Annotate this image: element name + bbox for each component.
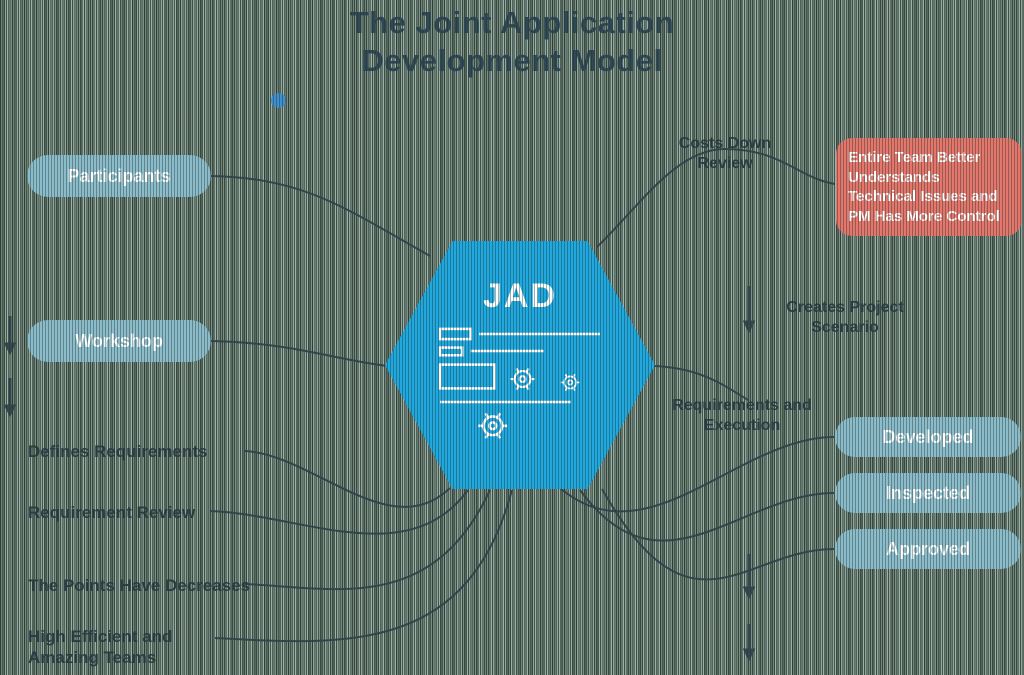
connector-jad-to-approved (601, 488, 835, 581)
connector-jad-to-requirement-review (209, 489, 469, 535)
connector-jad-to-high-efficient (214, 489, 513, 643)
callout-team-understanding: Entire Team Better Understands Technical… (836, 138, 1022, 236)
connector-jad-to-inspected (579, 489, 835, 542)
pill-participants: Participants (27, 155, 211, 197)
note-defines-requirements: Defines Requirements (28, 442, 208, 461)
note-creates-project-scenario: Creates Project Scenario (786, 299, 904, 336)
pill-developed: Developed (835, 417, 1021, 457)
connector-jad-to-callout (596, 147, 836, 248)
page-title-line1: The Joint Application (349, 5, 675, 40)
note-costs-down-review: Costs Down Review (678, 135, 772, 172)
connector-jad-to-requirements-execution (653, 365, 749, 401)
page-title-line2: Development Model (361, 43, 663, 78)
pill-workshop: Workshop (27, 320, 211, 362)
blue-dot-icon (271, 93, 286, 108)
jad-hexagon: JAD (385, 241, 655, 489)
note-requirements-execution: Requirements and Execution (672, 397, 812, 434)
connector-jad-to-defines-requirements (244, 450, 451, 508)
connector-jad-to-points-decreases (244, 489, 491, 591)
note-points-decreases: The Points Have Decreases (28, 576, 251, 595)
jad-document-gears-icon (438, 327, 600, 440)
connector-workshop-to-jad (210, 340, 389, 367)
pill-approved: Approved (835, 529, 1021, 569)
note-high-efficient: High Efficient and Amazing Teams (28, 627, 173, 668)
jad-label: JAD (482, 277, 558, 315)
note-requirement-review: Requirement Review (28, 503, 196, 522)
connector-participants-to-jad (210, 175, 431, 257)
pill-inspected: Inspected (835, 473, 1021, 513)
